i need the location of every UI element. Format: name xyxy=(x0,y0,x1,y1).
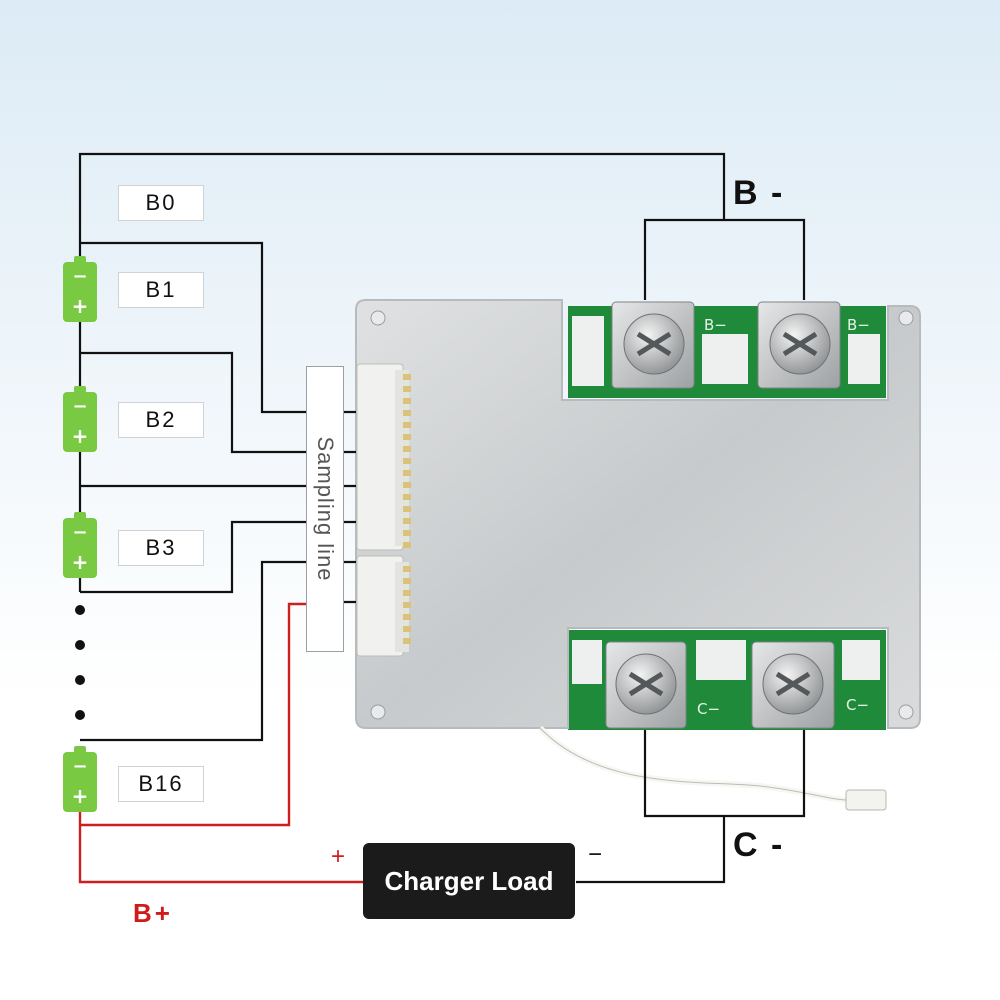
positive-wiring xyxy=(78,602,363,884)
b-minus-terminal-1 xyxy=(611,301,695,389)
battery-cell-b16: −+ xyxy=(63,746,97,812)
sampling-connector-lower xyxy=(356,555,409,657)
cell-label-b0: B0 xyxy=(118,185,204,221)
b-minus-bus xyxy=(643,218,806,300)
sampling-wire-b1 xyxy=(80,351,306,454)
cell-label-b3: B3 xyxy=(118,530,204,566)
mount-hole xyxy=(898,704,914,720)
c-pad-mark: C− xyxy=(846,696,869,714)
cell-label-b2: B2 xyxy=(118,402,204,438)
battery-minus-sign: − xyxy=(72,396,87,417)
battery-minus-sign: − xyxy=(72,266,87,287)
charger-minus-sign: − xyxy=(588,841,603,868)
b-pad-mark: B− xyxy=(704,316,727,334)
wiring xyxy=(78,152,806,884)
charger-load-box: Charger Load xyxy=(363,843,575,919)
sampling-wire-b0 xyxy=(80,241,306,414)
cell-label-b16: B16 xyxy=(118,766,204,802)
battery-cell-b2: −+ xyxy=(63,386,97,452)
b-minus-wire xyxy=(78,152,726,262)
ntc-sensor-probe xyxy=(845,789,887,811)
charger-load-label: Charger Load xyxy=(384,866,554,896)
mount-hole xyxy=(898,310,914,326)
connector-pins xyxy=(403,374,411,644)
battery-plus-sign: + xyxy=(72,424,89,448)
battery-plus-sign: + xyxy=(72,294,89,318)
sampling-line-box: Sampling line xyxy=(306,366,344,652)
sampling-line-label: Sampling line xyxy=(313,436,338,582)
c-pad-mark: C− xyxy=(697,700,720,718)
battery-plus-sign: + xyxy=(72,784,89,808)
sampling-to-connector xyxy=(342,410,356,604)
sampling-wire-b16-positive xyxy=(80,602,306,827)
cell-label-b1: B1 xyxy=(118,272,204,308)
battery-cell-b1: −+ xyxy=(63,256,97,322)
charger-plus-sign: + xyxy=(331,843,346,870)
c-minus-terminal-2 xyxy=(751,641,835,729)
battery-cells: −+−+−+−+ xyxy=(63,256,97,812)
mount-hole xyxy=(370,310,386,326)
mount-hole xyxy=(370,704,386,720)
sampling-wire-b3 xyxy=(80,520,306,594)
b-pad-mark: B− xyxy=(847,316,870,334)
battery-cell-b3: −+ xyxy=(63,512,97,578)
battery-minus-sign: − xyxy=(72,522,87,543)
heatsink-plate xyxy=(355,299,921,729)
b-minus-terminal-2 xyxy=(757,301,841,389)
sampling-connector-upper xyxy=(356,363,409,551)
bms-board: B− B− C− C− xyxy=(355,299,921,811)
ntc-sensor-wire xyxy=(537,725,849,803)
b-plus-label: B+ xyxy=(133,898,173,928)
battery-plus-sign: + xyxy=(72,550,89,574)
sampling-wire-b15 xyxy=(80,560,306,742)
c-minus-bus xyxy=(643,730,806,818)
c-minus-label: C - xyxy=(733,826,785,864)
b-plus-wire xyxy=(78,812,363,884)
battery-minus-sign: − xyxy=(72,756,87,777)
b-minus-label: B - xyxy=(733,174,785,212)
ellipsis-dots xyxy=(75,605,85,720)
c-minus-terminal-1 xyxy=(605,641,687,729)
c-minus-wire xyxy=(576,816,726,884)
pcb-pads xyxy=(572,316,880,684)
